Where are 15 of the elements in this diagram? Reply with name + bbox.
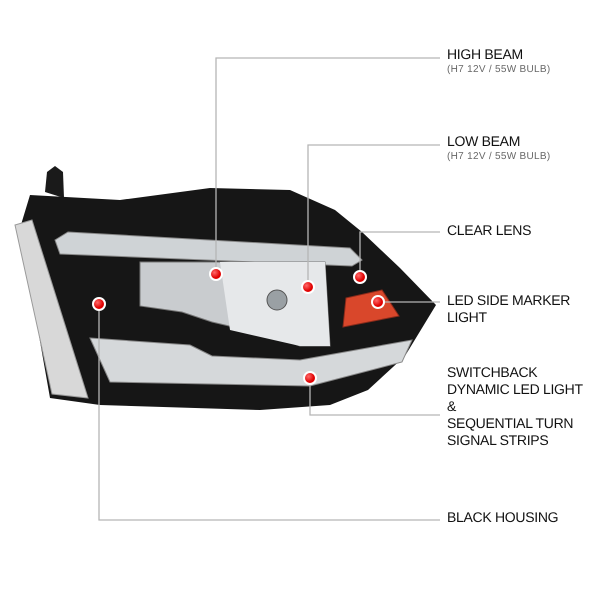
callout-label: LOW BEAM [447, 133, 522, 150]
callout-label: LED SIDE MARKER LIGHT [447, 292, 572, 326]
callout-label: HIGH BEAM [447, 46, 524, 63]
bulb-spec-text: (H7 12V / 55W BULB) [447, 150, 552, 164]
leader-line [215, 57, 440, 267]
callout-label: BLACK HOUSING [447, 509, 560, 526]
callout-label: & [447, 398, 458, 415]
leader-line [359, 231, 440, 270]
leader-line [309, 385, 440, 416]
leader-line [307, 144, 440, 280]
callout-label: SEQUENTIAL TURN SIGNAL STRIPS [447, 415, 574, 449]
callout-label: CLEAR LENS [447, 222, 532, 239]
bulb-spec-text: (H7 12V / 55W BULB) [447, 63, 552, 77]
leader-line [98, 311, 440, 521]
callout-label: SWITCHBACK DYNAMIC LED LIGHT [447, 364, 584, 398]
